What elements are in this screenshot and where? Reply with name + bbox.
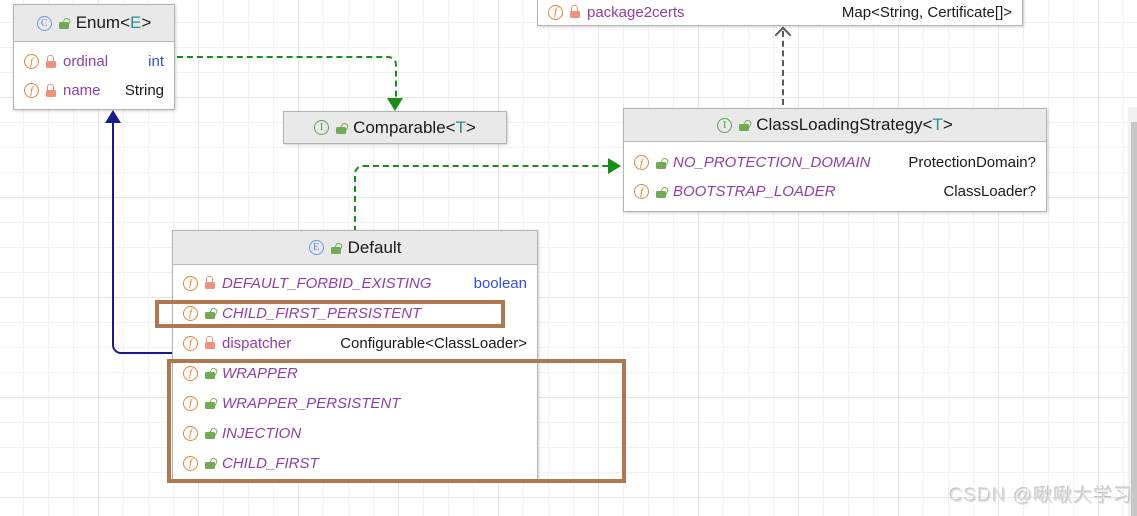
field-name: DEFAULT_FORBID_EXISTING bbox=[222, 274, 432, 292]
class-title: Default bbox=[347, 237, 402, 257]
field-row[interactable]: f DEFAULT_FORBID_EXISTING boolean bbox=[173, 268, 537, 298]
field-row[interactable]: f NO_PROTECTION_DOMAIN ProtectionDomain? bbox=[624, 148, 1046, 177]
field-icon: f bbox=[183, 425, 198, 441]
field-row[interactable]: f dispatcher Configurable<ClassLoader> bbox=[173, 328, 537, 358]
class-icon: C bbox=[36, 15, 52, 31]
class-title: Comparable<T> bbox=[353, 117, 476, 137]
field-name: NO_PROTECTION_DOMAIN bbox=[673, 154, 871, 171]
field-row[interactable]: f INJECTION bbox=[173, 418, 537, 448]
field-name: CHILD_FIRST_PERSISTENT bbox=[222, 304, 422, 322]
field-row[interactable]: f WRAPPER_PERSISTENT bbox=[173, 388, 537, 418]
field-icon: f bbox=[24, 54, 39, 69]
class-header[interactable]: I Comparable<T> bbox=[284, 112, 506, 143]
lock-open-icon bbox=[205, 372, 215, 379]
field-row[interactable]: f CHILD_FIRST_PERSISTENT bbox=[173, 298, 537, 328]
class-header[interactable]: E Default bbox=[173, 231, 537, 265]
lock-open-icon bbox=[330, 246, 341, 254]
vertical-scrollbar-thumb[interactable] bbox=[1131, 122, 1137, 516]
class-header[interactable]: I ClassLoadingStrategy<T> bbox=[624, 109, 1046, 142]
class-title: ClassLoadingStrategy<T> bbox=[756, 115, 953, 134]
field-icon: f bbox=[183, 455, 198, 471]
field-name: WRAPPER_PERSISTENT bbox=[222, 394, 401, 412]
field-row[interactable]: f package2certs Map<String, Certificate[… bbox=[538, 0, 1022, 25]
field-row[interactable]: f BOOTSTRAP_LOADER ClassLoader? bbox=[624, 177, 1046, 206]
arrowhead-up-icon bbox=[105, 110, 121, 123]
lock-open-icon bbox=[336, 126, 347, 134]
field-type: String bbox=[124, 82, 164, 99]
arrowhead-down-icon bbox=[387, 98, 403, 111]
field-name: WRAPPER bbox=[222, 364, 298, 382]
arrowhead-open-up-icon bbox=[774, 26, 792, 44]
highlight-box-child-first-persistent bbox=[155, 300, 505, 328]
uml-class-partial-package2certs[interactable]: f package2certs Map<String, Certificate[… bbox=[537, 0, 1023, 26]
field-icon: f bbox=[183, 365, 198, 381]
lock-open-icon bbox=[739, 124, 750, 131]
lock-open-icon bbox=[205, 402, 215, 409]
field-icon: f bbox=[24, 83, 39, 98]
field-type: Map<String, Certificate[]> bbox=[841, 3, 1012, 21]
realization-edge-default-strategy[interactable] bbox=[354, 165, 610, 232]
lock-closed-icon bbox=[205, 276, 215, 289]
field-name: BOOTSTRAP_LOADER bbox=[673, 183, 836, 200]
field-icon: f bbox=[183, 305, 198, 321]
field-type: int bbox=[148, 53, 164, 70]
field-name: package2certs bbox=[587, 3, 685, 21]
uml-class-enum[interactable]: C Enum<E> f ordinal int f name String bbox=[13, 4, 175, 110]
field-type: Configurable<ClassLoader> bbox=[340, 334, 527, 352]
lock-closed-icon bbox=[46, 83, 56, 97]
arrowhead-right-icon bbox=[608, 158, 621, 174]
class-title: Enum<E> bbox=[75, 13, 152, 32]
lock-open-icon bbox=[205, 432, 215, 439]
lock-closed-icon bbox=[570, 5, 580, 18]
realization-edge-enum-comparable[interactable] bbox=[177, 56, 397, 104]
field-type: boolean bbox=[473, 274, 527, 292]
watermark: CSDN @啾啾大学习 bbox=[949, 486, 1134, 507]
field-row[interactable]: f ordinal int bbox=[14, 47, 174, 76]
field-name: ordinal bbox=[63, 53, 109, 70]
field-type: ClassLoader? bbox=[943, 183, 1036, 200]
field-name: name bbox=[63, 82, 101, 99]
field-row[interactable]: f name String bbox=[14, 76, 174, 105]
field-icon: f bbox=[183, 395, 198, 411]
lock-closed-icon bbox=[205, 336, 215, 349]
lock-open-icon bbox=[656, 161, 666, 169]
field-icon: f bbox=[548, 4, 563, 20]
field-icon: f bbox=[183, 335, 198, 351]
field-name: INJECTION bbox=[222, 424, 302, 442]
field-row[interactable]: f CHILD_FIRST bbox=[173, 448, 537, 478]
interface-icon: I bbox=[717, 117, 733, 133]
enum-icon: E bbox=[308, 240, 324, 255]
field-row[interactable]: f WRAPPER bbox=[173, 358, 537, 388]
lock-open-icon bbox=[205, 312, 215, 319]
uml-enum-default[interactable]: E Default f DEFAULT_FORBID_EXISTING bool… bbox=[172, 230, 538, 480]
field-icon: f bbox=[634, 184, 649, 199]
uml-interface-class-loading-strategy[interactable]: I ClassLoadingStrategy<T> f NO_PROTECTIO… bbox=[623, 108, 1047, 212]
field-name: dispatcher bbox=[222, 334, 292, 352]
field-type: ProtectionDomain? bbox=[908, 154, 1036, 171]
field-name: CHILD_FIRST bbox=[222, 454, 319, 472]
lock-open-icon bbox=[58, 22, 69, 29]
class-header[interactable]: C Enum<E> bbox=[14, 5, 174, 42]
uml-interface-comparable[interactable]: I Comparable<T> bbox=[283, 111, 507, 144]
lock-open-icon bbox=[205, 462, 215, 469]
lock-closed-icon bbox=[46, 54, 56, 68]
lock-open-icon bbox=[656, 190, 666, 198]
interface-icon: I bbox=[314, 120, 330, 135]
field-icon: f bbox=[183, 275, 198, 291]
highlight-box-wrapper-group bbox=[167, 359, 626, 483]
field-icon: f bbox=[634, 155, 649, 170]
